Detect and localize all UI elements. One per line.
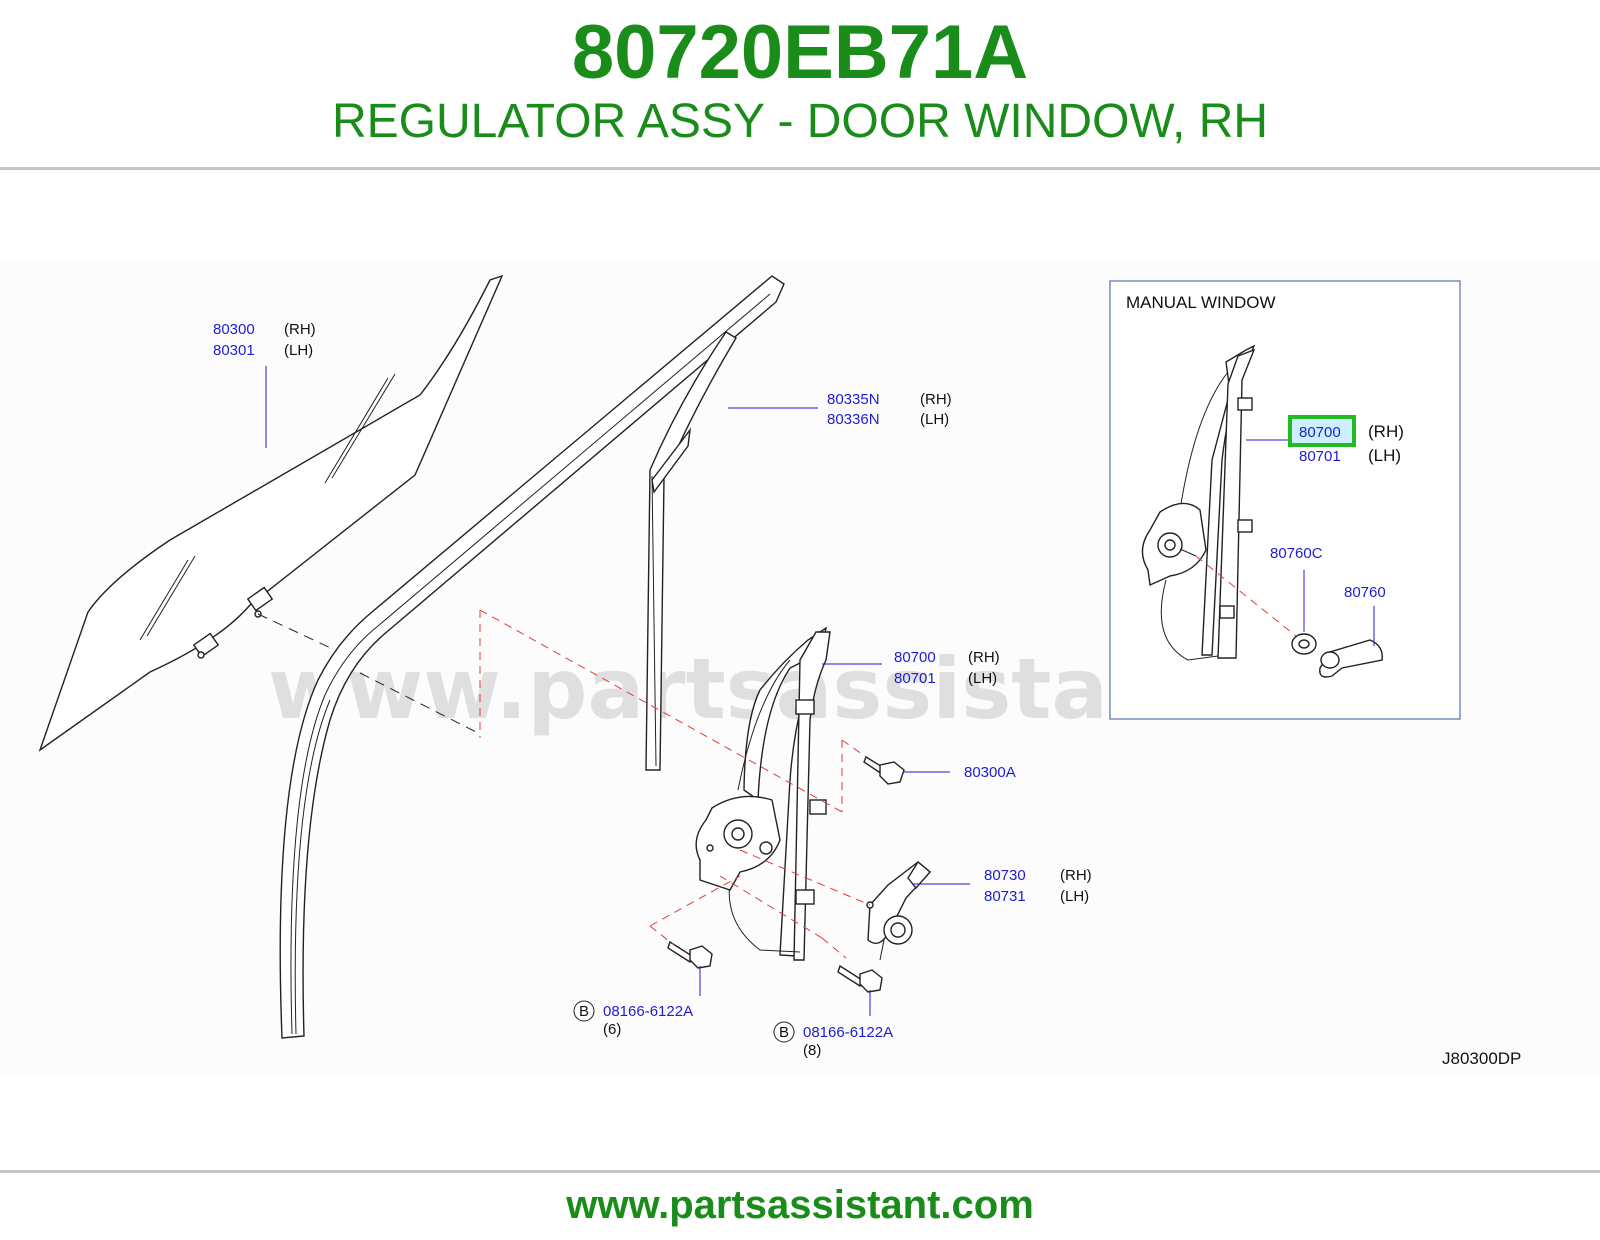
inset-callout-80760[interactable]: 80760 (1344, 584, 1386, 601)
svg-text:B: B (579, 1003, 589, 1020)
manual-regulator-illustration (1141, 344, 1256, 661)
inset-callout-80701[interactable]: 80701 (1299, 448, 1341, 465)
marker-b-circle (573, 1000, 595, 1022)
svg-text:(LH): (LH) (920, 411, 949, 428)
inset-title: MANUAL WINDOW (1126, 293, 1276, 312)
door-glass-illustration (38, 274, 504, 752)
callout-80300[interactable]: 80300 (213, 321, 255, 338)
leader-lines (265, 366, 970, 1016)
callout-80301[interactable]: 80301 (213, 342, 255, 359)
callout-08166-6122A-left[interactable]: 08166-6122A (603, 1003, 693, 1020)
footer-divider (0, 1170, 1600, 1173)
callout-80730[interactable]: 80730 (984, 867, 1026, 884)
callout-screw-left: B 08166-6122A (6) (573, 1000, 693, 1038)
callout-80701[interactable]: 80701 (894, 670, 936, 687)
svg-text:(LH): (LH) (1060, 888, 1089, 905)
svg-text:(RH): (RH) (1368, 422, 1404, 441)
callout-motor: 80730 (RH) 80731 (LH) (984, 867, 1092, 905)
callout-bolt: 80300A (964, 764, 1016, 781)
svg-text:(LH): (LH) (1368, 446, 1401, 465)
callout-80731[interactable]: 80731 (984, 888, 1026, 905)
bolt-80300A-illustration (863, 755, 905, 785)
callout-glass: 80300 (RH) 80301 (LH) (213, 321, 316, 359)
diagram-code: J80300DP (1442, 1049, 1521, 1068)
footer-site-link[interactable]: www.partsassistant.com (566, 1183, 1034, 1227)
highlight-box (1288, 415, 1356, 447)
callout-80700[interactable]: 80700 (894, 649, 936, 666)
callout-80335N[interactable]: 80335N (827, 391, 880, 408)
svg-text:(LH): (LH) (968, 670, 997, 687)
callout-08166-6122A-right[interactable]: 08166-6122A (803, 1024, 893, 1041)
svg-text:(8): (8) (803, 1042, 821, 1059)
svg-text:(RH): (RH) (968, 649, 1000, 666)
part-description: REGULATOR ASSY - DOOR WINDOW, RH (331, 95, 1269, 148)
window-run-channel-illustration (279, 275, 785, 1039)
regulator-motor-illustration (866, 860, 932, 961)
callout-regulator: 80700 (RH) 80701 (LH) (894, 649, 1000, 687)
screw-right-illustration (837, 964, 883, 993)
inset-callout-80700[interactable]: 80700 (1299, 424, 1341, 441)
svg-text:(RH): (RH) (920, 391, 952, 408)
part-number-title: 80720EB71A (571, 10, 1029, 95)
svg-text:(LH): (LH) (284, 342, 313, 359)
power-regulator-illustration (695, 626, 831, 961)
inset-callout-80760C[interactable]: 80760C (1270, 545, 1323, 562)
svg-text:B: B (779, 1024, 789, 1041)
svg-text:(RH): (RH) (284, 321, 316, 338)
manual-washer-illustration (1291, 633, 1317, 655)
assembly-guide-lines (479, 609, 871, 959)
marker-b-circle (773, 1021, 795, 1043)
callout-channel: 80335N (RH) 80336N (LH) (827, 391, 952, 428)
header-divider (0, 167, 1600, 170)
svg-text:(6): (6) (603, 1021, 621, 1038)
manual-window-inset: MANUAL WINDOW 80700 (RH) (1109, 280, 1461, 720)
svg-text:(RH): (RH) (1060, 867, 1092, 884)
callout-80336N[interactable]: 80336N (827, 411, 880, 428)
callout-80300A[interactable]: 80300A (964, 764, 1016, 781)
screw-left-illustration (667, 940, 713, 969)
callout-screw-right: B 08166-6122A (8) (773, 1021, 893, 1059)
manual-crank-handle-illustration (1319, 639, 1383, 678)
